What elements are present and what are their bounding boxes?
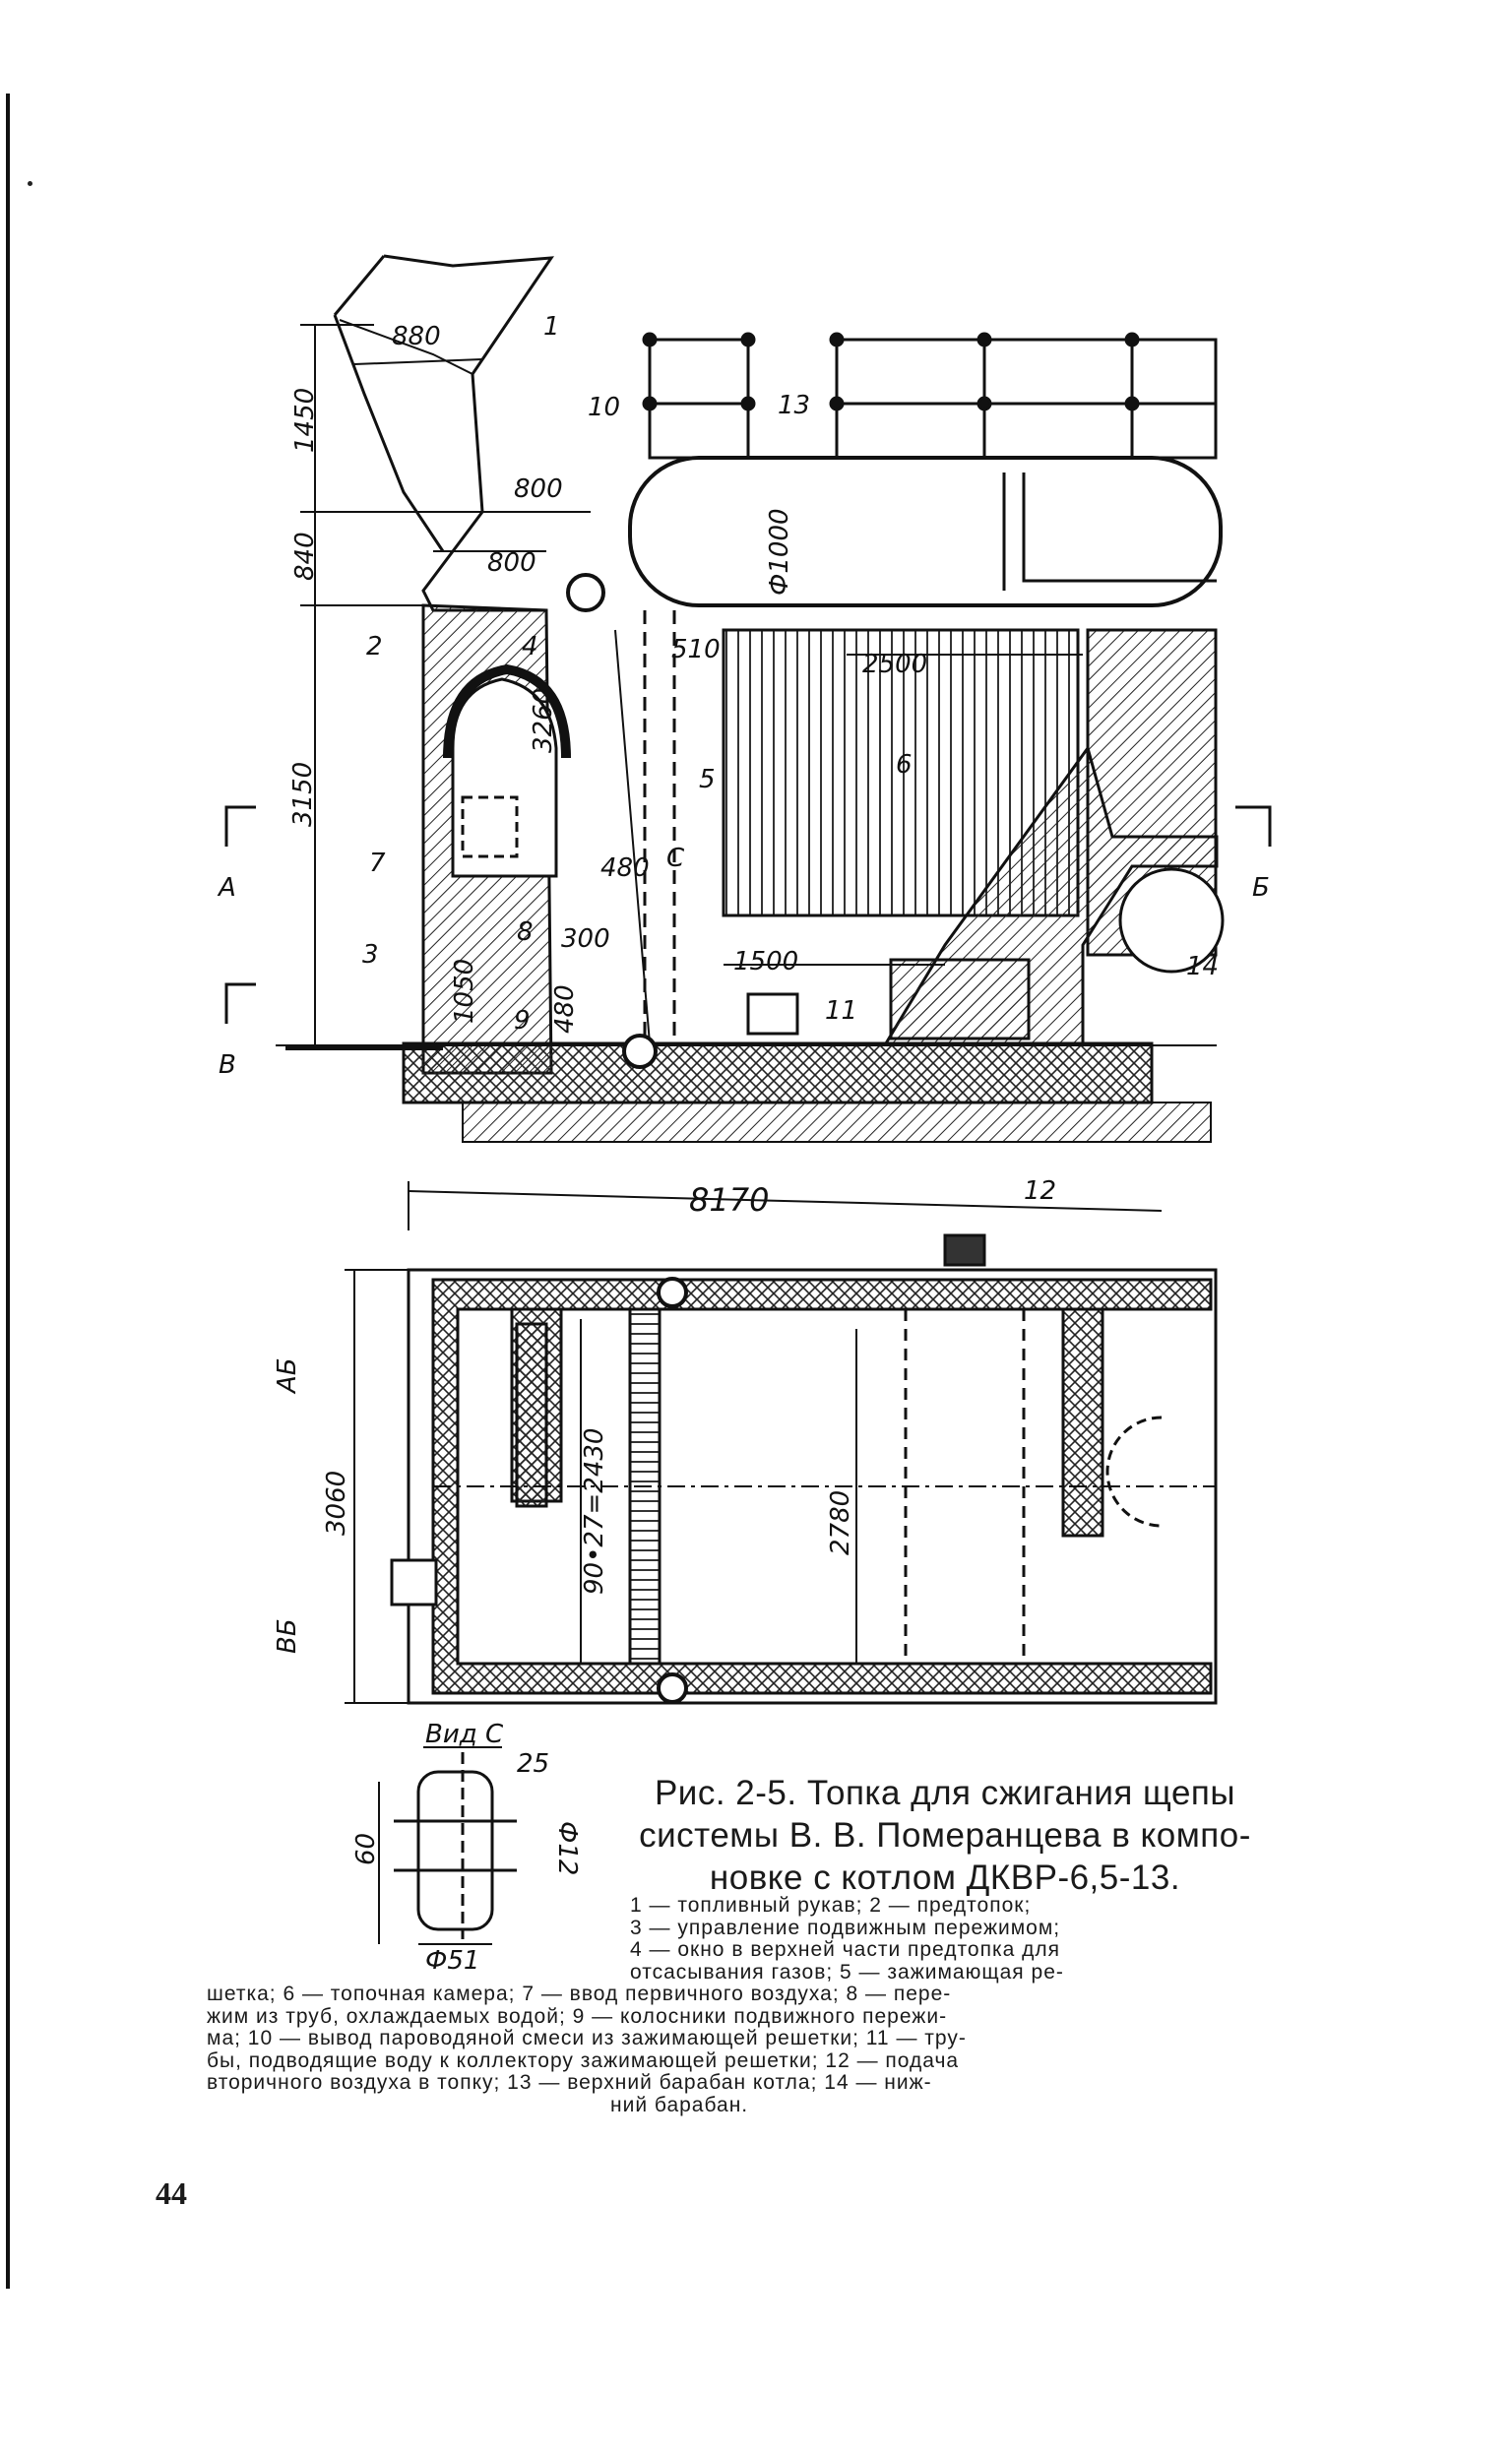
callout-3: 3	[362, 940, 379, 970]
callout-13: 13	[778, 391, 810, 420]
dim-880: 880	[392, 322, 441, 351]
callout-5: 5	[699, 765, 716, 794]
callout-11: 11	[825, 996, 857, 1026]
legend-line-5: шетка; 6 — топочная камера; 7 — ввод пер…	[207, 1983, 952, 2005]
cut-label-c: С	[666, 844, 685, 873]
dim-3150: 3150	[288, 762, 318, 827]
dim-1500: 1500	[733, 947, 798, 976]
section-mark-labels: А Б В АБ ВБ	[217, 873, 1270, 1654]
legend-line-6: жим из труб, охлаждаемых водой; 9 — коло…	[207, 2004, 948, 2028]
callout-14: 14	[1186, 952, 1219, 981]
section-mark-ab: АБ	[273, 1357, 302, 1395]
callout-10: 10	[588, 393, 620, 422]
dim-3260: 3260	[529, 688, 558, 753]
figure-caption: Рис. 2-5. Топка для сжигания щепы систем…	[630, 1772, 1260, 1899]
section-mark-vb: ВБ	[273, 1618, 302, 1654]
callout-7: 7	[369, 849, 386, 878]
legend-line-3: 4 — окно в верхней части предтопка для	[630, 1938, 1060, 1961]
dim-510: 510	[671, 635, 721, 664]
figure-legend: 1 — топливный рукав; 2 — предтопок; 3 — …	[207, 1894, 1260, 2116]
dim-2500: 2500	[862, 650, 927, 679]
callout-12: 12	[1024, 1176, 1056, 1206]
scan-edge-line	[6, 94, 10, 2289]
caption-line-2: системы В. В. Померанцева в компо-	[639, 1816, 1251, 1855]
view-c-dim-phi12: Ф12	[552, 1821, 582, 1875]
legend-line-10: ний барабан.	[610, 2093, 749, 2116]
callout-2: 2	[366, 632, 383, 662]
dim-840: 840	[290, 532, 320, 581]
page-number: 44	[156, 2175, 187, 2211]
view-c-dim-phi51: Ф51	[425, 1946, 479, 1976]
dim-phi1000: Ф1000	[765, 508, 794, 596]
dimension-labels: 880 1450 840 800 800 3150 3260 510 2500 …	[288, 322, 927, 1595]
view-c-detail	[378, 1746, 517, 1945]
view-c-title: Вид С	[425, 1720, 504, 1749]
callout-6: 6	[896, 750, 913, 780]
dim-2780: 2780	[826, 1490, 855, 1555]
dim-480-b: 480	[550, 984, 580, 1034]
view-c-labels: Вид С 25 60 Ф12 Ф51	[351, 1720, 582, 1976]
callout-4: 4	[522, 632, 538, 662]
sectional-view	[224, 254, 1272, 1230]
legend-line-7: ма; 10 — вывод пароводяной смеси из зажи…	[207, 2027, 967, 2049]
legend-line-4: отсасывания газов; 5 — зажимающая ре-	[630, 1960, 1064, 1984]
dim-8170: 8170	[689, 1181, 769, 1219]
scan-speck	[28, 181, 32, 186]
callout-8: 8	[517, 917, 534, 947]
legend-line-2: 3 — управление подвижным пережимом;	[630, 1916, 1061, 1939]
view-c-dim-25: 25	[517, 1749, 549, 1779]
dim-800-a: 800	[514, 474, 563, 504]
caption-line-3: новке с котлом ДКВР-6,5-13.	[709, 1858, 1181, 1897]
dim-90x27: 90•27=2430	[580, 1428, 609, 1595]
caption-line-1: Рис. 2-5. Топка для сжигания щепы	[654, 1774, 1236, 1812]
legend-line-9: вторичного воздуха в топку; 13 — верхний…	[207, 2071, 932, 2094]
dim-300: 300	[561, 924, 610, 954]
view-c-dim-60: 60	[351, 1833, 381, 1865]
legend-line-1: 1 — топливный рукав; 2 — предтопок;	[630, 1894, 1032, 1917]
legend-line-8: бы, подводящие воду к коллектору зажимаю…	[207, 2048, 960, 2072]
section-mark-v: В	[219, 1050, 236, 1080]
dim-480-a: 480	[600, 853, 650, 883]
dim-800-b: 800	[487, 548, 536, 578]
plan-view	[345, 1233, 1218, 1705]
callout-1: 1	[543, 312, 560, 342]
callout-labels: 1 2 3 4 5 6 7 8 9 10 11 12 13 14	[362, 312, 1219, 1206]
section-mark-a: А	[217, 873, 236, 903]
dim-1450: 1450	[290, 388, 320, 453]
section-mark-b-right: Б	[1252, 873, 1270, 903]
dim-1050: 1050	[450, 959, 479, 1024]
callout-9: 9	[514, 1006, 531, 1036]
dim-3060: 3060	[322, 1471, 351, 1536]
